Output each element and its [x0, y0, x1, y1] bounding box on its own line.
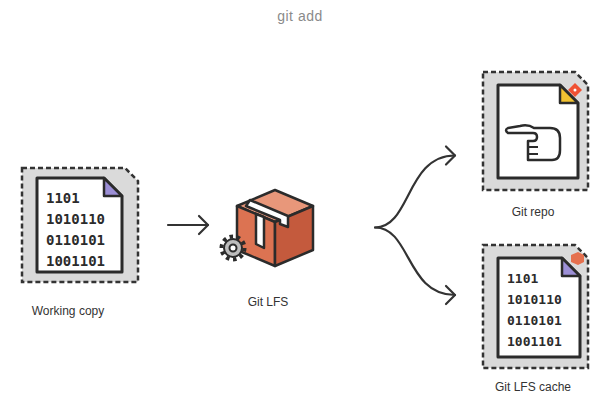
working-copy-file — [22, 168, 138, 282]
node-label: Git LFS cache — [495, 380, 571, 394]
binary-digits: 1101 — [507, 268, 538, 289]
lfs-cache-file — [483, 245, 588, 368]
node-label: Git LFS — [248, 295, 289, 309]
flow-arrow — [168, 216, 208, 234]
flow-arrow — [375, 147, 455, 228]
file-node: Git LFS — [212, 185, 327, 310]
binary-digits: 1101 — [46, 188, 80, 209]
binary-digits: 0110101 — [46, 230, 105, 251]
diagram-title: git add — [0, 8, 600, 24]
binary-digits: 1001101 — [507, 331, 562, 352]
node-label: Working copy — [32, 304, 104, 318]
binary-digits: 1010110 — [507, 289, 562, 310]
file-node: Git repo — [480, 68, 590, 220]
git-repo-file — [483, 72, 588, 190]
binary-digits: 1001101 — [46, 251, 105, 272]
flow-arrow — [375, 228, 455, 305]
binary-digits: 1010110 — [46, 209, 105, 230]
lfs-box-icon — [222, 190, 314, 266]
binary-digits: 0110101 — [507, 310, 562, 331]
node-label: Git repo — [512, 205, 555, 219]
